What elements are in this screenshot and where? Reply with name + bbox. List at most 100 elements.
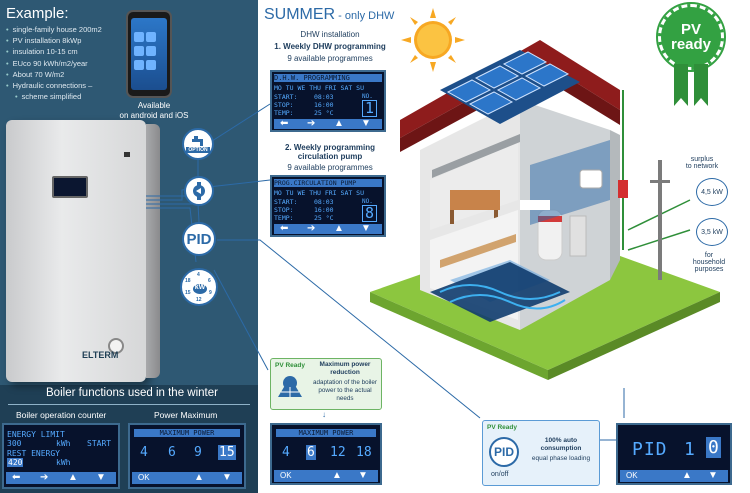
programme-number-value[interactable]: 8 [362, 205, 378, 222]
kw-value: 18 [185, 278, 191, 284]
arrow-right-icon[interactable]: ➔ [40, 472, 49, 483]
auto-consumption-box: PV Ready PID on/off 100% auto consumptio… [482, 420, 600, 486]
boiler-functions-title: Boiler functions used in the winter [46, 387, 218, 399]
power-selection-icon[interactable]: 4 6 9 12 15 18 kW [180, 268, 218, 306]
max-power-reduction-box: PV Ready Maximum power reduction adaptat… [270, 358, 382, 410]
arrow-down-icon[interactable]: ▼ [708, 470, 718, 481]
ribbon-icon [674, 64, 708, 106]
power-option[interactable]: 9 [194, 445, 202, 460]
example-item: single-family house 200m2 [6, 24, 116, 35]
max-power-title: Maximum power reduction [319, 361, 371, 376]
arrow-up-icon[interactable]: ▲ [68, 472, 78, 483]
programme-number-value[interactable]: 1 [362, 100, 378, 117]
arrow-down-icon[interactable]: ▼ [96, 472, 106, 483]
power-option[interactable]: 4 [140, 445, 148, 460]
rest-energy-value: 420 [7, 458, 24, 467]
arrow-down-icon[interactable]: ▼ [222, 472, 232, 483]
summer-title: SUMMER - only DHW [264, 6, 395, 23]
power-option-selected[interactable]: 6 [306, 445, 316, 460]
temp-label: TEMP: [274, 109, 294, 117]
arrow-down-icon[interactable]: ▼ [361, 223, 371, 234]
pump-programming-header: PROG.CIRCULATION PUMP [274, 179, 382, 187]
down-arrow-icon: ↓ [322, 410, 326, 419]
ok-button[interactable]: OK [280, 471, 292, 480]
circulation-pump-icon[interactable] [184, 176, 214, 206]
app-availability-caption: Available on android and iOS [119, 101, 189, 120]
pid-icon[interactable]: PID [489, 437, 519, 467]
arrow-up-icon[interactable]: ▲ [334, 118, 344, 129]
option-module-icon[interactable]: OPTION [182, 128, 214, 160]
weekday-selector[interactable]: MO TU WE THU FRI SAT SU [274, 84, 365, 92]
pid-icon[interactable]: PID [182, 222, 216, 256]
start-action[interactable]: START [87, 439, 112, 448]
power-option[interactable]: 6 [168, 445, 176, 460]
power-option[interactable]: 4 [282, 445, 290, 460]
ok-button[interactable]: OK [626, 471, 638, 480]
app-tile-icon [146, 46, 156, 56]
pid-value-2[interactable]: 0 [706, 437, 721, 458]
power-option-selected[interactable]: 15 [218, 445, 236, 460]
weekly-dhw-programming-title: 1. Weekly DHW programming [274, 42, 386, 51]
pid-display: PID 1 0 OK ▲ ▼ [616, 423, 732, 485]
start-value[interactable]: 08:03 [314, 93, 334, 101]
maximum-power-header: MAXIMUM POWER [276, 429, 376, 437]
energy-counter-display: ENERGY LIMIT 300 kWh START REST ENERGY 4… [2, 423, 120, 489]
circulation-pump-display: PROG.CIRCULATION PUMP MO TU WE THU FRI S… [270, 175, 386, 237]
arrow-right-icon[interactable]: ➔ [307, 118, 316, 129]
app-screen [131, 18, 167, 90]
auto-consumption-title: 100% auto consumption [540, 437, 582, 452]
pump-icon [193, 182, 205, 200]
app-tile-icon [134, 60, 144, 70]
arrow-left-icon[interactable]: ⬅ [280, 223, 289, 234]
example-item: EUco 90 kWh/m2/year [6, 58, 116, 69]
pv-ready-badge: PV Ready [275, 362, 305, 369]
temp-value[interactable]: 25 °C [314, 214, 334, 222]
arrow-up-icon[interactable]: ▲ [334, 223, 344, 234]
network-power-badge: 4,5 kW [696, 178, 728, 206]
stop-value[interactable]: 16:00 [314, 101, 334, 109]
temp-value[interactable]: 25 °C [314, 109, 334, 117]
option-label: OPTION [186, 146, 210, 153]
kw-label: kW [193, 284, 207, 294]
lcd-button-bar: ⬅ ➔ ▲ ▼ [274, 223, 382, 234]
kw-value: 15 [185, 290, 191, 296]
start-label: START: [274, 198, 298, 206]
arrow-down-icon[interactable]: ▼ [361, 118, 371, 129]
lcd-button-bar: OK ▲ ▼ [274, 470, 378, 482]
pressure-gauge-icon [108, 338, 124, 354]
example-item: insulation 10-15 cm [6, 46, 116, 57]
dhw-programmes-count: 9 available programmes [287, 54, 373, 63]
stop-label: STOP: [274, 101, 294, 109]
power-maximum-label: Power Maximum [154, 410, 218, 420]
ok-button[interactable]: OK [138, 473, 150, 482]
arrow-left-icon[interactable]: ⬅ [280, 118, 289, 129]
power-option[interactable]: 18 [356, 445, 372, 460]
power-option[interactable]: 12 [330, 445, 346, 460]
divider [8, 404, 250, 405]
start-value[interactable]: 08:03 [314, 198, 334, 206]
arrow-up-icon[interactable]: ▲ [194, 472, 204, 483]
arrow-up-icon[interactable]: ▲ [332, 470, 342, 481]
arrow-right-icon[interactable]: ➔ [307, 223, 316, 234]
arrow-down-icon[interactable]: ▼ [358, 470, 368, 481]
app-tile-icon [134, 32, 144, 42]
weekday-selector[interactable]: MO TU WE THU FRI SAT SU [274, 189, 365, 197]
dhw-programming-display: D.H.W. PROGRAMMING MO TU WE THU FRI SAT … [270, 70, 386, 132]
stop-label: STOP: [274, 206, 294, 214]
power-maximum-display: MAXIMUM POWER 4 6 9 15 OK ▲ ▼ [128, 423, 246, 489]
kw-value: 4 [197, 272, 200, 278]
pid-value-1[interactable]: 1 [684, 439, 695, 460]
lcd-button-bar: ⬅ ➔ ▲ ▼ [6, 472, 116, 484]
app-tile-icon [134, 46, 144, 56]
kw-value: 6 [208, 278, 211, 284]
stop-value[interactable]: 16:00 [314, 206, 334, 214]
example-item-continued: scheme simplified [6, 91, 116, 102]
arrow-left-icon[interactable]: ⬅ [12, 472, 21, 483]
pump-programmes-count: 9 available programmes [287, 163, 373, 172]
max-power-desc: adaptation of the boiler power to the ac… [312, 379, 378, 402]
rest-energy-unit: kWh [56, 458, 71, 467]
rest-energy-label: REST ENERGY [7, 449, 60, 458]
on-off-label: on/off [491, 471, 509, 478]
surplus-note: surplus to network [685, 156, 719, 170]
arrow-up-icon[interactable]: ▲ [682, 470, 692, 481]
